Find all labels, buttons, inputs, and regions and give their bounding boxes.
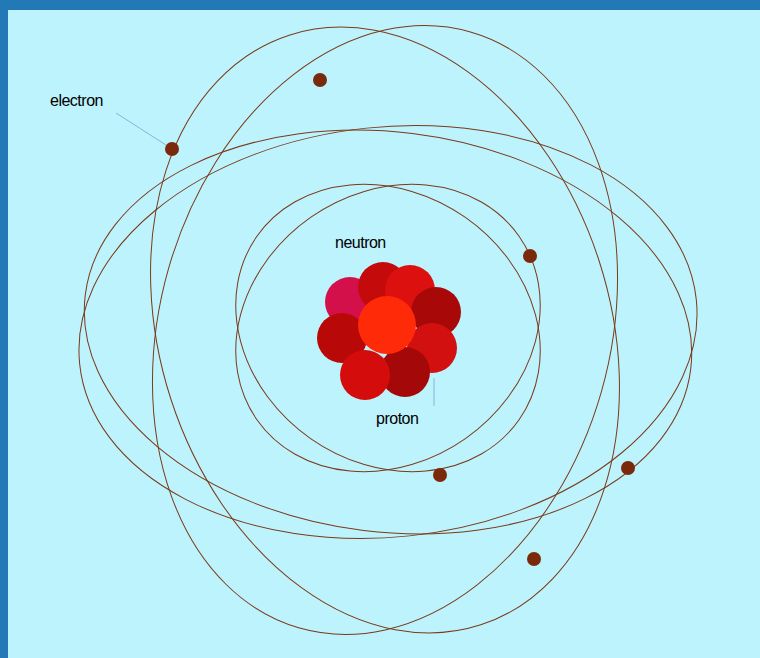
electron-label: electron xyxy=(48,92,105,110)
leader-line xyxy=(116,113,166,145)
neutron-label: neutron xyxy=(333,234,388,252)
orbit xyxy=(180,126,597,531)
electron-dot xyxy=(523,249,537,263)
particle xyxy=(340,350,390,400)
electron-dot xyxy=(527,552,541,566)
electron-dot xyxy=(313,73,327,87)
electron-dot xyxy=(165,142,179,156)
particle xyxy=(358,296,416,354)
nucleus xyxy=(317,262,461,400)
leader-line xyxy=(434,378,435,406)
orbit xyxy=(58,96,717,569)
orbit xyxy=(61,96,715,567)
electrons xyxy=(165,73,635,566)
background xyxy=(8,10,760,658)
proton-label: proton xyxy=(374,410,420,428)
electron-dot xyxy=(621,461,635,475)
orbit xyxy=(75,0,695,658)
orbit xyxy=(83,0,686,658)
orbits xyxy=(58,0,717,658)
electron-dot xyxy=(433,468,447,482)
orbit xyxy=(180,126,597,531)
